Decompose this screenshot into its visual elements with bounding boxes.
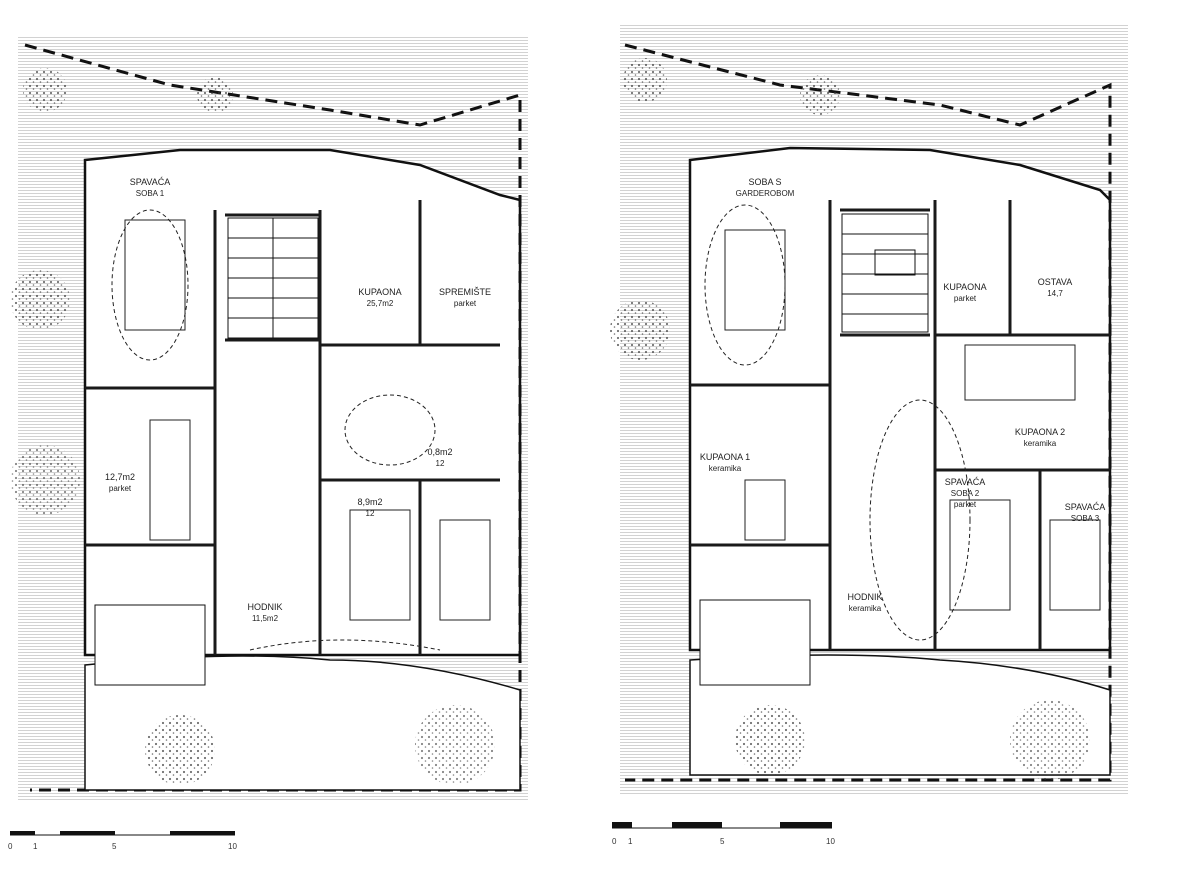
scale-bar-left: 0 1 5 10 (8, 831, 237, 851)
building-outline (83, 148, 522, 657)
room-kuhinja-line-1: 12 (366, 509, 375, 518)
room-spremiste-line-0: SPREMIŠTE (439, 287, 491, 297)
room-spremiste-line-1: parket (454, 299, 477, 308)
plan-right: SOBA S GARDEROBOM KUPAONA parket OSTAVA 14,7K… (610, 25, 1128, 846)
room-spavaca-3-line-0: SPAVAĆA (1065, 502, 1106, 512)
scale-tick-0-right: 0 (612, 837, 617, 846)
scale-tick-10-right: 10 (826, 837, 835, 846)
scale-tick-5-right: 5 (720, 837, 725, 846)
room-spavaca-2-line-1: SOBA 2 (951, 489, 980, 498)
room-soba-s-garderobom-line-0: SOBA S (748, 177, 781, 187)
room-spavaca-2-line-2: parket (954, 500, 977, 509)
plan-left: SPAVAĆA SOBA 1 KUPAONA 25,7m2 SPREMIŠTE parke… (8, 35, 528, 851)
room-kupaona-line-1: 25,7m2 (367, 299, 394, 308)
scale-tick-10: 10 (228, 842, 237, 851)
room-wc-line-0: 0,8m2 (427, 447, 452, 457)
furniture-outlines-right (704, 204, 1101, 641)
room-spavaca-1-line-1: SOBA 1 (136, 189, 165, 198)
room-labels-left: SPAVAĆA SOBA 1 KUPAONA 25,7m2 SPREMIŠTE parke… (105, 177, 491, 623)
scale-tick-1-right: 1 (628, 837, 633, 846)
scale-tick-1: 1 (33, 842, 38, 851)
furniture-outlines (111, 209, 491, 651)
outdoor-table-right (699, 599, 811, 686)
room-labels-right: SOBA S GARDEROBOM KUPAONA parket OSTAVA 14,7K… (700, 177, 1105, 613)
scale-tick-5: 5 (112, 842, 117, 851)
room-spavaca-1-line-0: SPAVAĆA (130, 177, 171, 187)
room-hodnik-r-line-1: keramika (849, 604, 882, 613)
plot-boundary-right (624, 43, 1112, 782)
room-hodnik-r-line-0: HODNIK (847, 592, 882, 602)
interior-walls (85, 200, 500, 655)
room-kupaona-2-line-1: keramika (1024, 439, 1057, 448)
room-kupaona-line-0: KUPAONA (358, 287, 401, 297)
room-dnevni-line-0: 12,7m2 (105, 472, 135, 482)
room-ostava-line-0: OSTAVA (1038, 277, 1073, 287)
scale-tick-0: 0 (8, 842, 13, 851)
room-ostava-line-1: 14,7 (1047, 289, 1063, 298)
room-kupaona-r-line-1: parket (954, 294, 977, 303)
vegetation (10, 68, 495, 785)
interior-walls-right (690, 200, 1110, 650)
room-kupaona-2-line-0: KUPAONA 2 (1015, 427, 1065, 437)
scale-bar-right: 0 1 5 10 (612, 822, 835, 846)
outdoor-table (94, 604, 206, 686)
room-kupaona-r-line-0: KUPAONA (943, 282, 986, 292)
room-spavaca-2-line-0: SPAVAĆA (945, 477, 986, 487)
room-hodnik-line-1: 11,5m2 (252, 614, 279, 623)
room-kupaona-1-line-0: KUPAONA 1 (700, 452, 750, 462)
room-kupaona-1-line-1: keramika (709, 464, 742, 473)
room-kuhinja-line-0: 8,9m2 (357, 497, 382, 507)
room-spavaca-3-line-1: SOBA 3 (1071, 514, 1100, 523)
room-wc-line-1: 12 (436, 459, 445, 468)
vegetation-right (610, 58, 1090, 780)
staircase (227, 217, 319, 339)
room-soba-s-garderobom-line-1: GARDEROBOM (736, 189, 795, 198)
staircase-right (841, 213, 929, 333)
room-hodnik-line-0: HODNIK (247, 602, 282, 612)
room-dnevni-line-1: parket (109, 484, 132, 493)
